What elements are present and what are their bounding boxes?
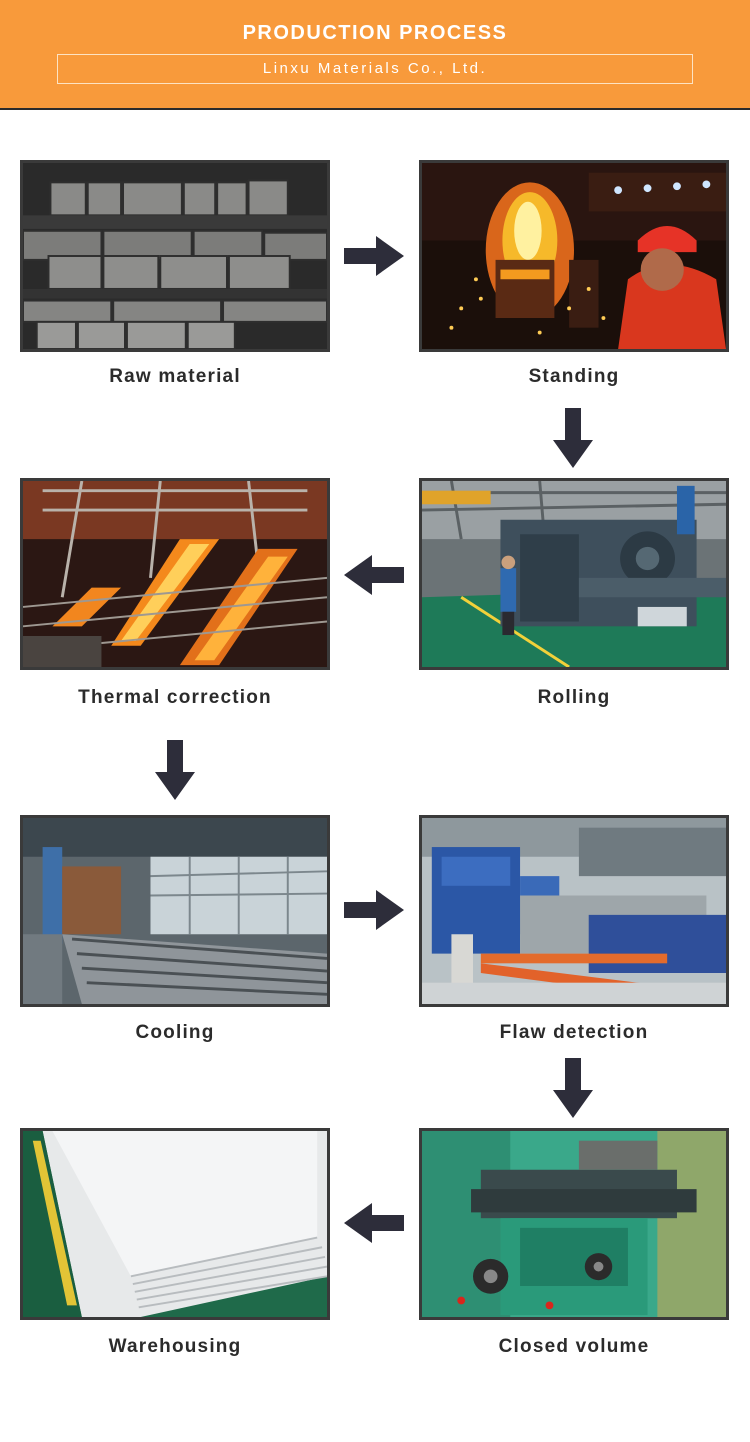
thermal-correction-photo xyxy=(20,478,330,670)
arrow-left-icon xyxy=(344,1203,404,1243)
flaw-detection-photo xyxy=(419,815,729,1007)
arrow-down-icon xyxy=(155,740,195,800)
step-label: Thermal correction xyxy=(78,687,272,708)
arrow-down-icon xyxy=(553,1058,593,1118)
arrow-left-icon xyxy=(344,555,404,595)
company-name: Linxu Materials Co., Ltd. xyxy=(262,60,488,77)
arrow-right-icon xyxy=(344,236,404,276)
arrow-right-icon xyxy=(344,890,404,930)
step-label: Closed volume xyxy=(498,1336,650,1357)
step-label: Raw material xyxy=(109,366,241,387)
step-label: Rolling xyxy=(537,687,611,708)
warehousing-photo xyxy=(20,1128,330,1320)
step-label: Standing xyxy=(528,366,620,387)
raw-material-photo xyxy=(20,160,330,352)
header-banner: PRODUCTION PROCESS Linxu Materials Co., … xyxy=(0,0,750,110)
cooling-photo xyxy=(20,815,330,1007)
closed-volume-photo xyxy=(419,1128,729,1320)
rolling-photo xyxy=(419,478,729,670)
standing-photo xyxy=(419,160,729,352)
step-label: Cooling xyxy=(135,1022,215,1043)
page-title: PRODUCTION PROCESS xyxy=(242,22,508,44)
arrow-down-icon xyxy=(553,408,593,468)
step-label: Flaw detection xyxy=(499,1022,649,1043)
step-label: Warehousing xyxy=(108,1336,242,1357)
subtitle-box: Linxu Materials Co., Ltd. xyxy=(57,54,693,84)
